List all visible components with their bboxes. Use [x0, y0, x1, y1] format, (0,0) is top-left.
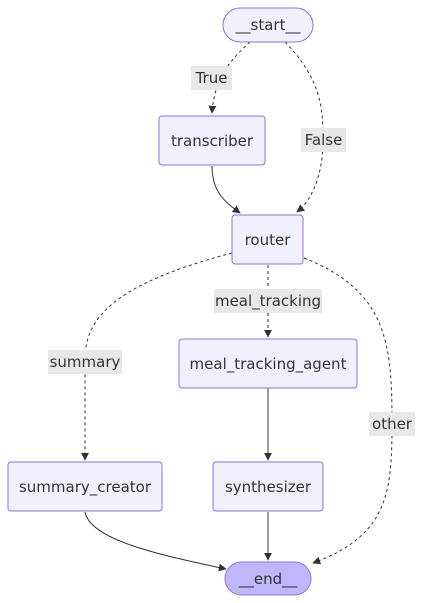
- edge-label-other-text: other: [372, 415, 413, 433]
- node-transcriber-label: transcriber: [171, 132, 254, 150]
- node-transcriber[interactable]: transcriber: [158, 115, 266, 166]
- node-end[interactable]: __end__: [224, 561, 312, 596]
- edge-label-false: False: [301, 128, 346, 152]
- node-end-label: __end__: [238, 570, 298, 589]
- node-summary-creator[interactable]: summary_creator: [7, 461, 163, 512]
- edge-start-to-router: [284, 41, 324, 213]
- edge-label-false-text: False: [305, 131, 343, 149]
- node-start[interactable]: __start__: [222, 7, 314, 43]
- edge-label-true-text: True: [195, 69, 228, 87]
- node-meal-tracking-agent-label: meal_tracking_agent: [190, 355, 347, 374]
- edge-transcriber-to-router: [211, 165, 241, 214]
- node-router-label: router: [245, 231, 292, 249]
- node-synthesizer[interactable]: synthesizer: [212, 461, 324, 512]
- edge-label-summary: summary: [48, 350, 122, 374]
- nodes: __start__ transcriber router meal_tracki…: [7, 7, 358, 596]
- node-summary-creator-label: summary_creator: [19, 478, 152, 497]
- edge-label-other: other: [369, 412, 415, 436]
- edge-label-meal-tracking-text: meal_tracking: [215, 292, 321, 311]
- edge-summary-creator-to-end: [84, 511, 227, 572]
- node-router[interactable]: router: [231, 214, 304, 265]
- node-synthesizer-label: synthesizer: [225, 478, 312, 496]
- edge-label-summary-text: summary: [50, 353, 121, 371]
- edge-label-meal-tracking: meal_tracking: [214, 289, 322, 313]
- edge-label-true: True: [191, 66, 232, 90]
- node-meal-tracking-agent[interactable]: meal_tracking_agent: [178, 338, 358, 389]
- node-start-label: __start__: [235, 16, 301, 35]
- edge-labels: True False meal_tracking summary other: [48, 66, 415, 436]
